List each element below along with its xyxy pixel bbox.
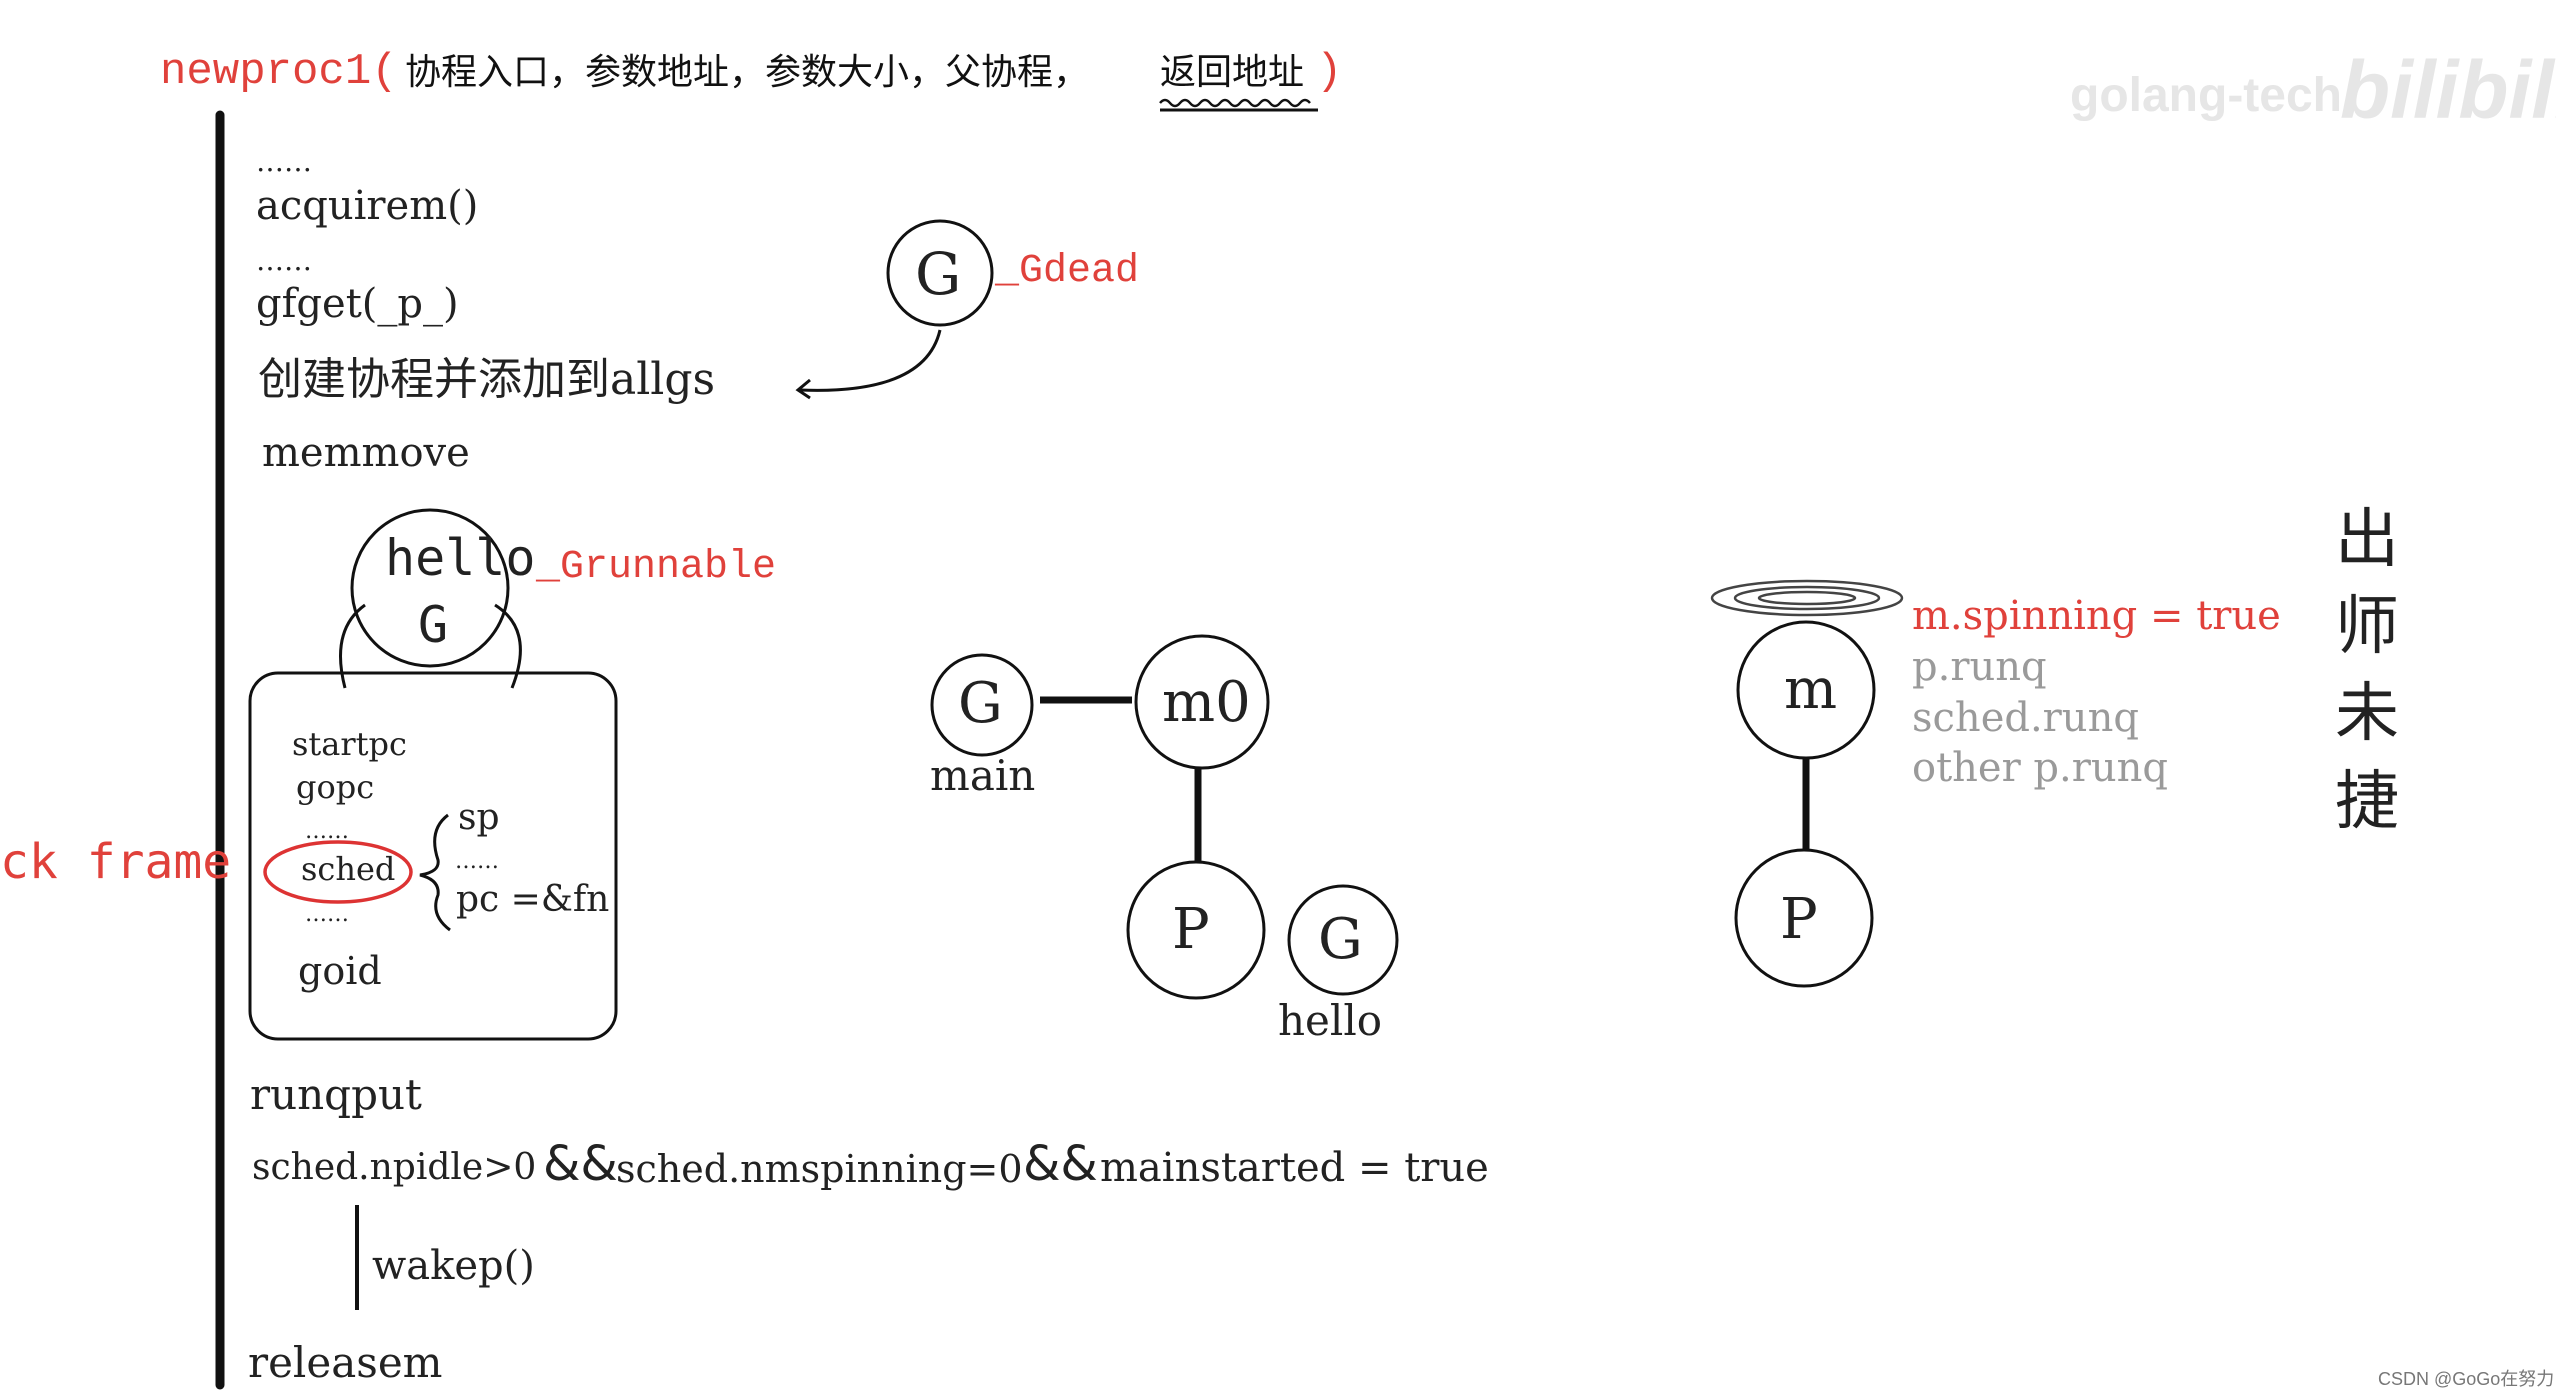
right-handle (494, 603, 522, 689)
g-struct-box (248, 671, 618, 1041)
cond-and-1: && (543, 1136, 618, 1192)
hello-g-line2: G (418, 596, 449, 654)
grunnable-state: _Grunnable (536, 545, 777, 590)
left-handle (339, 603, 366, 689)
header-func: newproc1( (160, 47, 398, 97)
step-create: 创建协程并添加到allgs (258, 354, 716, 405)
sched-highlight (263, 840, 413, 904)
right-p-node (1734, 848, 1874, 988)
sched-sp: sp (458, 797, 500, 838)
gdead-state: _Gdead (995, 249, 1140, 294)
mid-p-node (1126, 860, 1266, 1000)
field-dots-a: …… (305, 819, 349, 844)
note-other-runq: other p.runq (1912, 745, 2168, 791)
note-sched-runq: sched.runq (1912, 695, 2139, 741)
field-startpc: startpc (292, 725, 407, 763)
g-hello-node (1287, 884, 1399, 996)
g-main-node (930, 653, 1034, 757)
gdead-node (886, 219, 994, 327)
hello-g-node (350, 508, 510, 668)
step-dots-2: …… (256, 244, 312, 277)
m0-label: m0 (1162, 670, 1251, 735)
field-goid: goid (298, 949, 382, 993)
note-spinning: m.spinning = true (1912, 593, 2281, 639)
vertical-char-1: 出 (2335, 503, 2399, 577)
sched-brace (419, 813, 451, 932)
sched-pc: pc =&fn (456, 879, 610, 920)
cond-npidle: sched.npidle>0 (252, 1147, 537, 1188)
gdead-arrowhead (795, 378, 811, 400)
m0-node (1134, 634, 1270, 770)
g-main-label: G (958, 671, 1003, 736)
step-releasem: releasem (248, 1338, 443, 1387)
gdead-arrow (799, 329, 942, 392)
halo-outer (1710, 579, 1904, 617)
step-wakep: wakep() (372, 1243, 535, 1289)
field-sched: sched (301, 850, 396, 888)
cond-mainstarted: mainstarted = true (1100, 1145, 1489, 1191)
m-label: m (1784, 657, 1838, 722)
watermark-channel: golang-tech (2070, 69, 2342, 122)
halo-mid (1733, 585, 1881, 611)
header-params: 协程入口，参数地址，参数大小，父协程， (405, 52, 1090, 93)
halo-inner (1757, 590, 1857, 606)
right-p-label: P (1780, 887, 1818, 952)
step-memmove: memmove (262, 430, 470, 476)
m-node (1736, 620, 1876, 760)
step-gfget: gfget(_p_) (256, 281, 459, 327)
hello-label: hello (1278, 996, 1383, 1045)
hello-g-line1: hello (385, 529, 536, 587)
footer-credit: CSDN @GoGo在努力 (2378, 1369, 2555, 1389)
field-dots-b: …… (305, 902, 349, 927)
vertical-char-4: 捷 (2335, 765, 2399, 839)
step-runqput: runqput (250, 1070, 422, 1119)
cond-and-2: && (1023, 1136, 1098, 1192)
field-gopc: gopc (296, 768, 375, 806)
vertical-char-3: 未 (2335, 677, 2399, 751)
return-squiggle (1159, 98, 1311, 108)
cond-nmspinning: sched.nmspinning=0 (616, 1147, 1023, 1191)
step-dots-1: …… (256, 145, 312, 178)
sched-dots: …… (455, 849, 499, 874)
main-label: main (930, 751, 1036, 800)
header-return: 返回地址 (1160, 52, 1305, 93)
watermark-site: bilibili (2340, 45, 2556, 136)
step-acquirem: acquirem() (256, 183, 479, 229)
note-p-runq: p.runq (1912, 644, 2047, 690)
header-close: ) (1316, 47, 1343, 97)
mid-p-label: P (1172, 897, 1210, 962)
vertical-char-2: 师 (2335, 590, 2399, 664)
g-hello-label: G (1318, 907, 1363, 972)
side-label: ck frame (0, 834, 232, 890)
gdead-label: G (915, 240, 962, 308)
